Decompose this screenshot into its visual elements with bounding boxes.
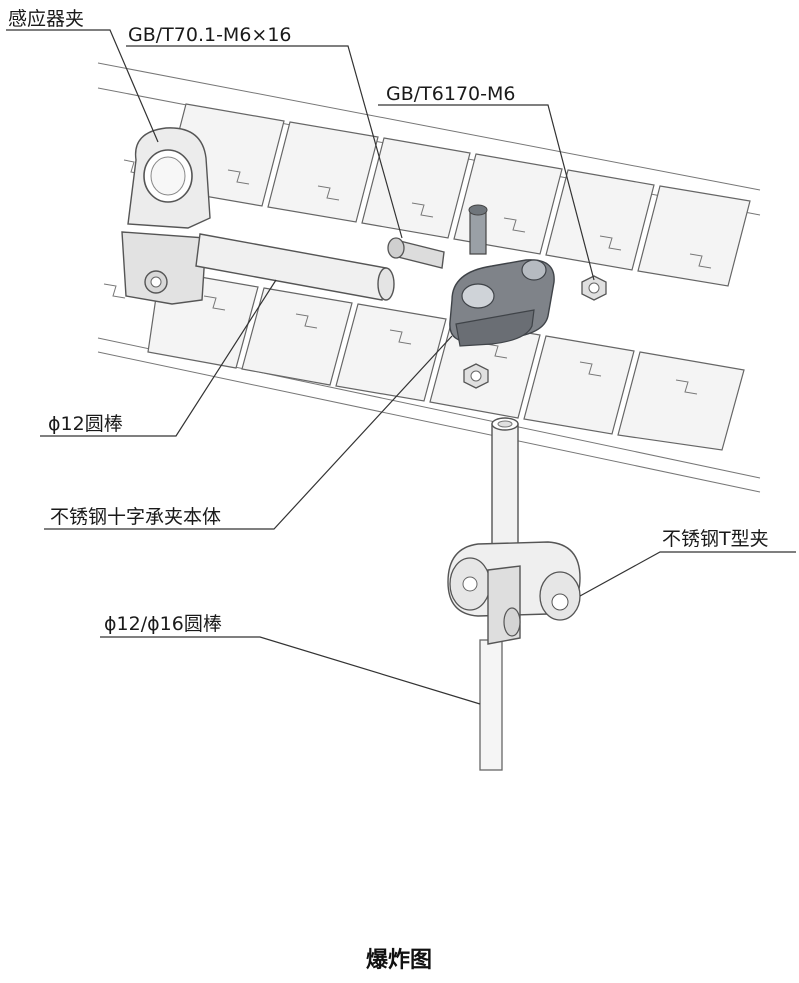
- nut-part-right: [581, 275, 607, 301]
- label-phi12-phi16-rod: ϕ12/ϕ16圆棒: [104, 613, 222, 635]
- figure-caption: 爆炸图: [366, 947, 432, 973]
- leader-lines: [6, 29, 796, 705]
- callout-labels: 感应器夹 GB/T70.1-M6×16 GB/T6170-M6 ϕ12圆棒 不锈…: [8, 8, 769, 635]
- leader-screw: [126, 45, 403, 239]
- label-phi12-rod: ϕ12圆棒: [48, 413, 123, 435]
- label-screw: GB/T70.1-M6×16: [128, 24, 292, 46]
- label-nut: GB/T6170-M6: [386, 83, 515, 105]
- sensor-clamp-part: [121, 127, 211, 305]
- leader-nut: [378, 104, 595, 281]
- chain-hinge-tabs: [103, 159, 712, 395]
- t-clamp-part: [447, 541, 581, 645]
- label-sensor-clamp: 感应器夹: [8, 8, 84, 30]
- leader-phi12-phi16-rod: [100, 636, 481, 705]
- leader-cross-clamp: [44, 335, 453, 530]
- leader-phi12-rod: [40, 279, 277, 437]
- leader-t-clamp: [579, 551, 796, 597]
- label-cross-clamp: 不锈钢十字承夹本体: [50, 506, 221, 528]
- leader-sensor-clamp: [6, 29, 159, 143]
- chain-row-lower: [147, 269, 745, 451]
- cross-clamp-part: [449, 259, 555, 347]
- nut-part-lower: [463, 363, 489, 389]
- screw-part: [387, 204, 488, 269]
- phi12-rod-part: [195, 233, 395, 301]
- phi12-phi16-rod-part: [479, 417, 519, 771]
- label-t-clamp: 不锈钢T型夹: [662, 528, 769, 550]
